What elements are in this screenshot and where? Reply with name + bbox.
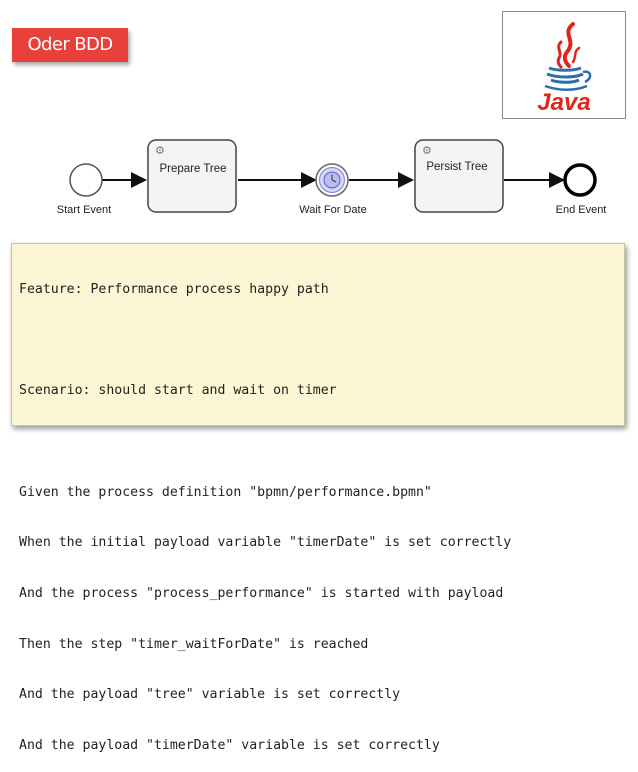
gear-icon: ⚙ (422, 144, 432, 157)
task-persist-tree-label: Persist Tree (426, 161, 487, 173)
task-prepare-tree-label: Prepare Tree (159, 163, 226, 175)
timer-event: Wait For Date (299, 163, 367, 216)
java-logo-icon: Java (537, 22, 592, 116)
timer-event-label: Wait For Date (299, 204, 366, 216)
feature-line: And the payload "tree" variable is set c… (19, 687, 401, 703)
end-event: End Event (556, 163, 607, 216)
feature-line: When the initial payload variable "timer… (19, 535, 512, 551)
feature-line: Given the process definition "bpmn/perfo… (19, 484, 432, 500)
feature-line (19, 434, 624, 451)
task-persist-tree: ⚙ Persist Tree (414, 139, 504, 213)
bpmn-process-diagram: Start Event ⚙ Prepare Tree Wait For Date… (57, 139, 607, 216)
feature-line: Scenario: should start and wait on timer (19, 383, 337, 399)
start-event-label: Start Event (57, 204, 111, 216)
feature-line: Then the step "timer_waitForDate" is rea… (19, 636, 369, 652)
feature-line: And the payload "timerDate" variable is … (19, 738, 440, 754)
start-event: Start Event (57, 163, 111, 216)
feature-line: And the process "process_performance" is… (19, 586, 504, 602)
feature-line (19, 333, 624, 350)
gear-icon: ⚙ (155, 144, 165, 157)
java-logo-text: Java (537, 89, 590, 116)
feature-file-note: Feature: Performance process happy path … (11, 243, 625, 753)
end-event-label: End Event (556, 204, 607, 216)
java-logo: Java (502, 11, 626, 119)
slide-tag: Oder BDD (12, 28, 128, 62)
task-prepare-tree: ⚙ Prepare Tree (147, 139, 237, 213)
feature-line: Feature: Performance process happy path (19, 281, 329, 297)
